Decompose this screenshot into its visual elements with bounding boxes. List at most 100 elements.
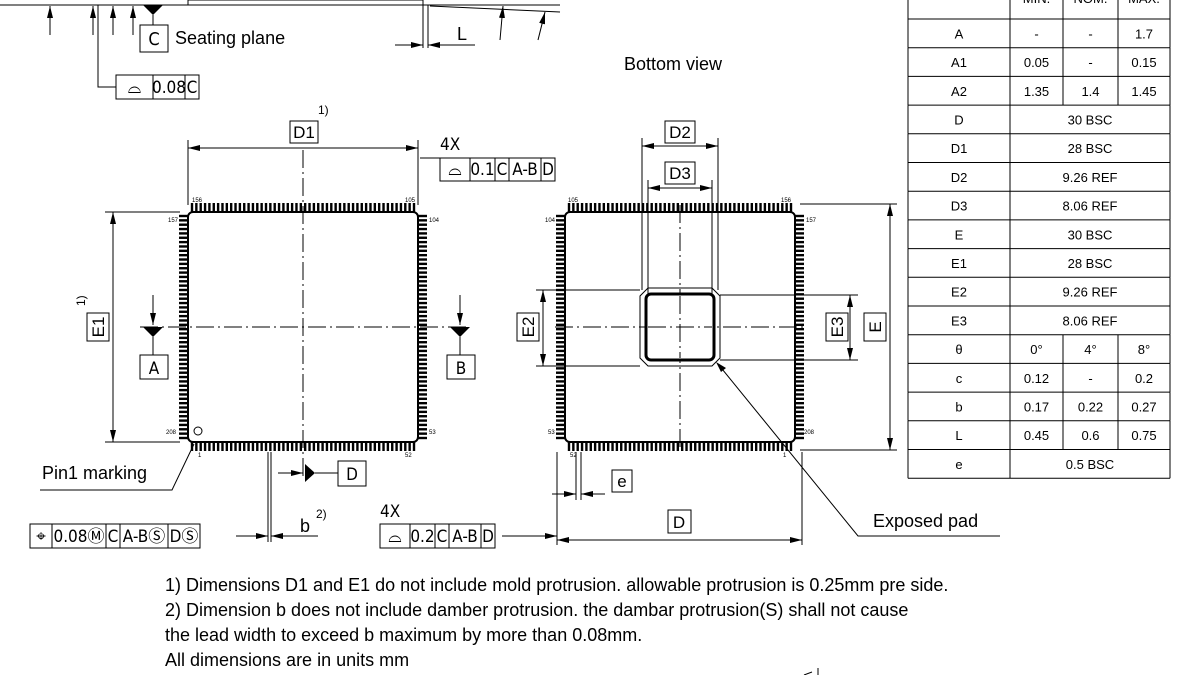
lead bbox=[418, 371, 427, 374]
lead bbox=[556, 297, 565, 300]
lead bbox=[795, 227, 804, 231]
fcf-cell: 0.08 bbox=[152, 78, 186, 98]
lead bbox=[795, 306, 804, 309]
lead bbox=[556, 397, 565, 401]
lead bbox=[606, 442, 610, 451]
lead bbox=[759, 442, 762, 451]
lead bbox=[556, 271, 565, 274]
lead bbox=[418, 345, 427, 348]
lead bbox=[646, 203, 649, 212]
lead bbox=[179, 371, 188, 374]
lead bbox=[179, 397, 188, 401]
lead bbox=[741, 203, 745, 212]
pin-label: 157 bbox=[806, 218, 817, 224]
lead bbox=[556, 401, 565, 405]
pin-label: 1 bbox=[198, 453, 202, 459]
lead bbox=[325, 442, 329, 451]
lead bbox=[593, 442, 597, 451]
fcf-cell: 0.08Ⓜ bbox=[53, 527, 104, 547]
lead bbox=[795, 319, 804, 322]
lead bbox=[179, 301, 188, 305]
lead bbox=[795, 262, 804, 266]
lead bbox=[399, 203, 403, 212]
lead bbox=[221, 203, 224, 212]
lead bbox=[290, 203, 294, 212]
lead bbox=[754, 442, 758, 451]
lead bbox=[795, 245, 804, 248]
lead bbox=[373, 442, 377, 451]
lead bbox=[418, 349, 427, 353]
lead bbox=[395, 203, 398, 212]
datum-c-box bbox=[139, 24, 169, 53]
lead bbox=[338, 203, 342, 212]
lead bbox=[768, 442, 771, 451]
lead bbox=[347, 442, 350, 451]
lead bbox=[715, 203, 719, 212]
lead bbox=[620, 203, 623, 212]
lead bbox=[795, 415, 804, 418]
lead bbox=[659, 442, 662, 451]
cell-min: 0° bbox=[1030, 342, 1042, 357]
lead bbox=[295, 203, 298, 212]
lead bbox=[795, 397, 804, 401]
lead bbox=[580, 203, 584, 212]
cell-nom: 0.22 bbox=[1078, 399, 1103, 414]
lead bbox=[179, 280, 188, 283]
lead bbox=[556, 415, 565, 418]
lead bbox=[179, 423, 188, 427]
lead bbox=[615, 442, 619, 451]
lead bbox=[334, 203, 337, 212]
lead bbox=[556, 423, 565, 427]
lead bbox=[746, 442, 749, 451]
table-header: NOM. bbox=[1074, 0, 1108, 6]
lead bbox=[602, 203, 606, 212]
lead bbox=[628, 203, 632, 212]
lead bbox=[611, 203, 614, 212]
dim-D2-label: D2 bbox=[669, 123, 691, 142]
four-x-bottom: 4X bbox=[380, 502, 400, 522]
lead bbox=[418, 423, 427, 427]
lead bbox=[556, 332, 565, 335]
dim-b-label: b bbox=[300, 516, 310, 536]
fcf-cell: D bbox=[542, 160, 554, 180]
note-2-cont: the lead width to exceed b maximum by mo… bbox=[165, 625, 642, 645]
lead bbox=[418, 301, 427, 305]
lead bbox=[260, 442, 263, 451]
lead bbox=[395, 442, 398, 451]
lead bbox=[418, 267, 427, 270]
lead bbox=[795, 323, 804, 327]
lead bbox=[556, 253, 565, 257]
lead bbox=[243, 203, 246, 212]
lead bbox=[795, 349, 804, 353]
lead bbox=[795, 432, 804, 435]
lead bbox=[418, 275, 427, 279]
lead bbox=[746, 203, 749, 212]
lead bbox=[299, 203, 303, 212]
dim-E1-label: E1 bbox=[89, 317, 108, 338]
lead bbox=[795, 297, 804, 300]
cell-symbol: e bbox=[955, 457, 962, 472]
lead bbox=[199, 442, 202, 451]
pin-label: 208 bbox=[166, 430, 177, 436]
lead bbox=[572, 203, 575, 212]
lead bbox=[418, 245, 427, 248]
lead bbox=[750, 203, 754, 212]
lead bbox=[633, 442, 636, 451]
lead bbox=[386, 442, 390, 451]
fcf-cell: ⌓ bbox=[128, 78, 141, 98]
lead bbox=[556, 410, 565, 414]
lead bbox=[212, 203, 215, 212]
lead bbox=[243, 442, 246, 451]
lead bbox=[303, 442, 307, 451]
lead bbox=[556, 371, 565, 374]
lead bbox=[179, 284, 188, 287]
lead bbox=[556, 249, 565, 253]
lead bbox=[418, 388, 427, 392]
lead bbox=[179, 271, 188, 274]
cell-symbol: D2 bbox=[951, 170, 968, 185]
